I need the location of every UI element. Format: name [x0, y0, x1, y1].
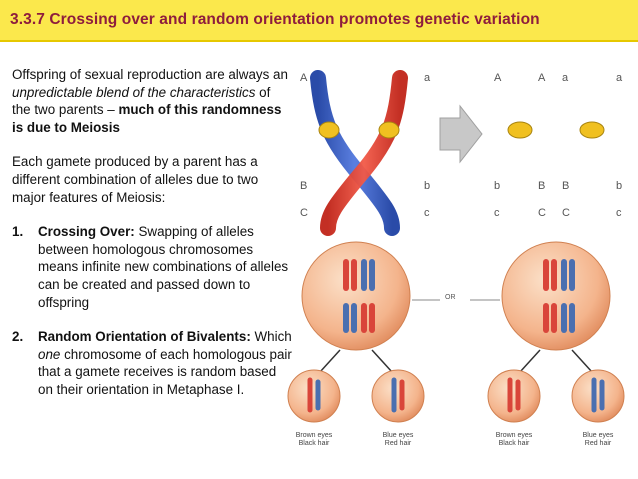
allele-label: b: [616, 180, 623, 192]
allele-label: A: [538, 72, 546, 84]
recombined-chromatids: [504, 70, 608, 236]
list-item-crossing-over: 1. Crossing Over: Swapping of alleles bet…: [12, 223, 292, 311]
allele-label: C: [300, 207, 308, 219]
allele-label: a: [424, 72, 431, 84]
list-item-random-orientation: 2. Random Orientation of Bivalents: Which…: [12, 328, 292, 398]
or-label: OR: [445, 294, 456, 301]
allele-label: b: [424, 180, 431, 192]
intro-text-4: much of this randomness is due to Meiosi…: [12, 102, 282, 135]
list-item-body-1: Which: [250, 329, 292, 345]
list-number: 2.: [12, 329, 24, 345]
intro-text-2: unpredictable blend of the characteristi…: [12, 84, 256, 100]
allele-label: c: [424, 207, 430, 219]
text-column: Offspring of sexual reproduction are alw…: [12, 66, 292, 416]
bivalent-crossing: [310, 70, 410, 236]
title-bar: 3.3.7 Crossing over and random orientati…: [0, 0, 638, 42]
allele-label: b: [494, 180, 501, 192]
arrow-right-icon: [439, 104, 483, 164]
allele-label: B: [300, 180, 308, 192]
intro-text-1: Offspring of sexual reproduction are alw…: [12, 67, 288, 82]
allele-label: A: [494, 72, 502, 84]
list-item-emphasis: one: [38, 346, 61, 362]
list-number: 1.: [12, 224, 24, 240]
allele-label: C: [562, 207, 570, 219]
gamete-paragraph: Each gamete produced by a parent has a d…: [12, 154, 259, 205]
list-item-body: Swapping of alleles between homologous c…: [38, 224, 289, 310]
random-orientation-diagram: [287, 241, 625, 423]
allele-label: c: [494, 207, 500, 219]
allele-label: B: [562, 180, 570, 192]
intro-paragraph: Offspring of sexual reproduction are alw…: [12, 66, 292, 136]
allele-label: A: [300, 72, 308, 84]
slide-title: 3.3.7 Crossing over and random orientati…: [10, 11, 540, 28]
allele-label: B: [538, 180, 546, 192]
list-item-heading: Random Orientation of Bivalents:: [38, 329, 251, 345]
meiosis-features-list: 1. Crossing Over: Swapping of alleles bet…: [12, 223, 292, 398]
allele-label: a: [562, 72, 569, 84]
list-item-heading: Crossing Over:: [38, 224, 135, 240]
intro-text-3: of the two parents –: [12, 84, 271, 118]
allele-label: C: [538, 207, 546, 219]
allele-label: c: [616, 207, 622, 219]
allele-label: a: [616, 72, 623, 84]
list-item-body-2: chromosome of each homologous pair that …: [38, 346, 292, 397]
